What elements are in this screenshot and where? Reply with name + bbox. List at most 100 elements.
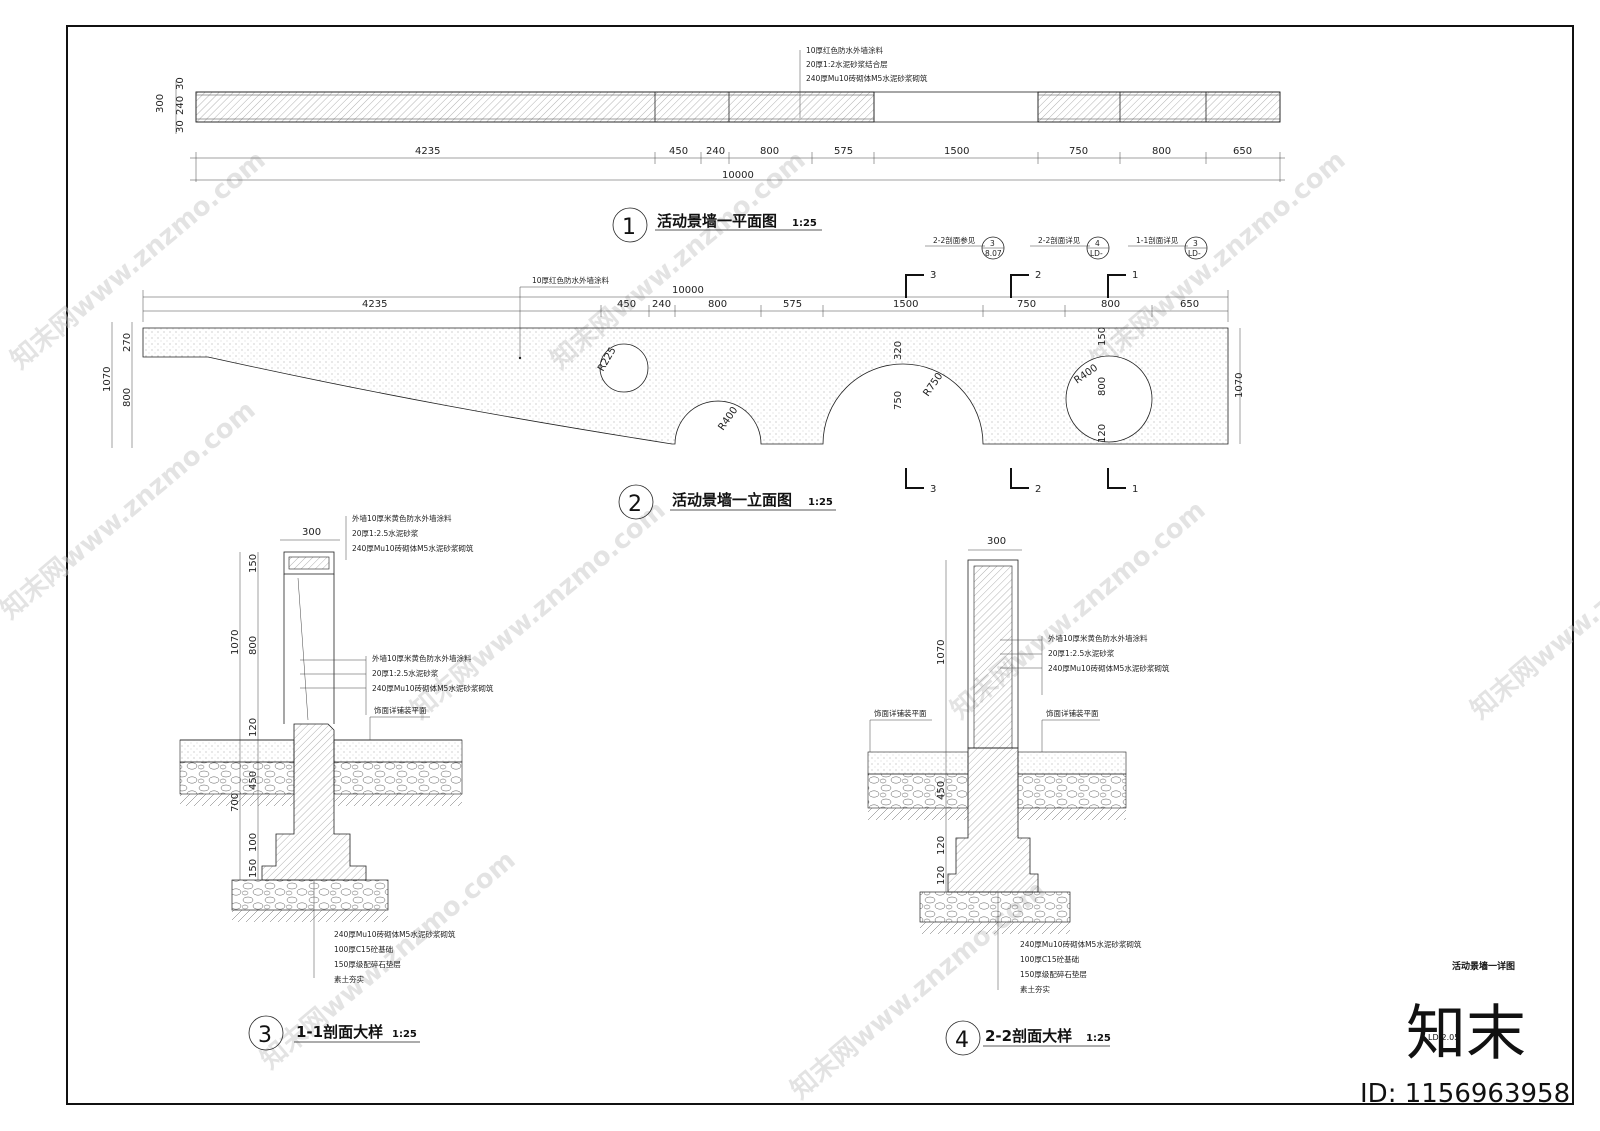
svg-text:20厚1:2水泥砂浆结合层: 20厚1:2水泥砂浆结合层 xyxy=(806,59,888,69)
svg-text:1-1剖面详见: 1-1剖面详见 xyxy=(1136,235,1179,245)
svg-text:1070: 1070 xyxy=(230,630,241,655)
svg-text:3: 3 xyxy=(990,239,995,248)
svg-text:320: 320 xyxy=(893,341,904,360)
svg-text:800: 800 xyxy=(122,388,133,407)
svg-text:150: 150 xyxy=(248,554,259,573)
svg-text:150: 150 xyxy=(248,859,259,878)
svg-text:2-2剖面详见: 2-2剖面详见 xyxy=(1038,235,1081,245)
svg-text:450: 450 xyxy=(617,299,636,310)
svg-text:800: 800 xyxy=(1101,299,1120,310)
section-2-2: 300 1070 450 120 120 外墙10厚米黄色防水外墙涂料 20厚1… xyxy=(867,536,1170,1056)
svg-text:3: 3 xyxy=(930,484,936,495)
svg-text:外墙10厚米黄色防水外墙涂料: 外墙10厚米黄色防水外墙涂料 xyxy=(352,513,452,523)
svg-text:100厚C15砼基础: 100厚C15砼基础 xyxy=(1020,954,1079,964)
svg-text:240厚Mu10砖砌体M5水泥砂浆砌筑: 240厚Mu10砖砌体M5水泥砂浆砌筑 xyxy=(1048,663,1170,673)
section-1-1-title: 1-1剖面大样 xyxy=(296,1023,383,1041)
svg-text:20厚1:2.5水泥砂浆: 20厚1:2.5水泥砂浆 xyxy=(372,668,439,678)
image-id: ID: 1156963958 xyxy=(1360,1079,1570,1109)
svg-text:2: 2 xyxy=(628,492,642,517)
svg-text:4235: 4235 xyxy=(415,146,440,157)
svg-text:10000: 10000 xyxy=(672,285,704,296)
svg-text:1: 1 xyxy=(622,215,636,240)
sheet-frame xyxy=(66,25,1574,1105)
svg-text:750: 750 xyxy=(1017,299,1036,310)
svg-text:150: 150 xyxy=(1097,327,1108,346)
section-1-1: 300 150 1070 800 120 450 700 100 150 xyxy=(179,513,494,1051)
svg-text:1070: 1070 xyxy=(936,640,947,665)
svg-text:800: 800 xyxy=(1152,146,1171,157)
svg-text:30: 30 xyxy=(175,77,186,90)
svg-text:240厚Mu10砖砌体M5水泥砂浆砌筑: 240厚Mu10砖砌体M5水泥砂浆砌筑 xyxy=(352,543,474,553)
svg-text:8.07: 8.07 xyxy=(985,249,1002,258)
svg-text:素土夯实: 素土夯实 xyxy=(334,974,364,984)
brand-logo: 知末 xyxy=(1406,999,1526,1069)
svg-text:1070: 1070 xyxy=(102,367,113,392)
svg-text:1:25: 1:25 xyxy=(792,218,817,229)
svg-text:650: 650 xyxy=(1180,299,1199,310)
svg-text:1: 1 xyxy=(1132,484,1138,495)
svg-text:240: 240 xyxy=(706,146,725,157)
svg-text:150厚级配碎石垫层: 150厚级配碎石垫层 xyxy=(334,959,401,969)
svg-text:R400: R400 xyxy=(716,405,740,433)
svg-text:20厚1:2.5水泥砂浆: 20厚1:2.5水泥砂浆 xyxy=(352,528,419,538)
svg-text:300: 300 xyxy=(302,527,321,538)
svg-text:30: 30 xyxy=(175,120,186,133)
svg-text:外墙10厚米黄色防水外墙涂料: 外墙10厚米黄色防水外墙涂料 xyxy=(372,653,472,663)
svg-text:800: 800 xyxy=(708,299,727,310)
svg-text:450: 450 xyxy=(669,146,688,157)
svg-text:1500: 1500 xyxy=(893,299,918,310)
cut-marker-3: 3 3 2-2剖面参见 3 8.07 xyxy=(905,235,1005,495)
plan-view: 30 240 30 300 10厚红色防水外墙涂料 20厚1:2水泥砂浆结合层 … xyxy=(155,45,1285,243)
svg-text:800: 800 xyxy=(248,636,259,655)
svg-text:120: 120 xyxy=(1097,424,1108,443)
svg-text:20厚1:2.5水泥砂浆: 20厚1:2.5水泥砂浆 xyxy=(1048,648,1115,658)
svg-text:750: 750 xyxy=(1069,146,1088,157)
svg-text:饰面详铺装平面: 饰面详铺装平面 xyxy=(874,708,927,718)
svg-text:10000: 10000 xyxy=(722,170,754,181)
svg-text:1070: 1070 xyxy=(1234,373,1245,398)
svg-text:1:25: 1:25 xyxy=(808,497,833,508)
svg-text:575: 575 xyxy=(834,146,853,157)
svg-text:120: 120 xyxy=(936,836,947,855)
svg-text:饰面详铺装平面: 饰面详铺装平面 xyxy=(1046,708,1099,718)
cut-marker-2: 2 2 2-2剖面详见 4 LD- xyxy=(1010,235,1110,495)
svg-text:LD-: LD- xyxy=(1090,249,1103,258)
svg-text:10厚红色防水外墙涂料: 10厚红色防水外墙涂料 xyxy=(532,275,610,285)
svg-text:4: 4 xyxy=(955,1028,969,1053)
sheet-code: LD-2.05 xyxy=(1428,1033,1459,1042)
svg-text:4: 4 xyxy=(1095,239,1100,248)
svg-text:饰面详铺装平面: 饰面详铺装平面 xyxy=(374,705,427,715)
svg-text:2: 2 xyxy=(1035,484,1041,495)
svg-text:知末网www.znzmo.com: 知末网www.znzmo.com xyxy=(1465,495,1600,725)
svg-text:4235: 4235 xyxy=(362,299,387,310)
svg-text:150厚级配碎石垫层: 150厚级配碎石垫层 xyxy=(1020,969,1087,979)
svg-text:575: 575 xyxy=(783,299,802,310)
svg-text:3: 3 xyxy=(258,1023,272,1048)
cut-marker-1: 1 1 1-1剖面详见 3 LD- xyxy=(1107,235,1208,495)
svg-text:800: 800 xyxy=(760,146,779,157)
plan-title: 活动景墙一平面图 xyxy=(657,212,777,230)
elevation-view: R225 R400 R750 R400 320 750 150 800 120 … xyxy=(102,235,1245,520)
svg-text:2: 2 xyxy=(1035,270,1041,281)
svg-text:240厚Mu10砖砌体M5水泥砂浆砌筑: 240厚Mu10砖砌体M5水泥砂浆砌筑 xyxy=(806,73,928,83)
svg-text:100厚C15砼基础: 100厚C15砼基础 xyxy=(334,944,393,954)
svg-text:100: 100 xyxy=(248,833,259,852)
sheet-name: 活动景墙一详图 xyxy=(1452,960,1515,972)
svg-text:1:25: 1:25 xyxy=(1086,1033,1111,1044)
svg-text:240: 240 xyxy=(652,299,671,310)
elevation-title: 活动景墙一立面图 xyxy=(672,491,792,509)
svg-text:知末网www.znzmo.com: 知末网www.znzmo.com xyxy=(0,395,261,625)
svg-text:300: 300 xyxy=(987,536,1006,547)
svg-text:450: 450 xyxy=(248,771,259,790)
svg-text:650: 650 xyxy=(1233,146,1252,157)
svg-text:3: 3 xyxy=(1193,239,1198,248)
svg-text:LD-: LD- xyxy=(1188,249,1201,258)
svg-text:120: 120 xyxy=(936,866,947,885)
svg-text:2-2剖面参见: 2-2剖面参见 xyxy=(933,235,976,245)
svg-text:700: 700 xyxy=(230,793,241,812)
svg-text:270: 270 xyxy=(122,333,133,352)
svg-text:800: 800 xyxy=(1097,377,1108,396)
svg-text:1:25: 1:25 xyxy=(392,1029,417,1040)
svg-text:10厚红色防水外墙涂料: 10厚红色防水外墙涂料 xyxy=(806,45,884,55)
